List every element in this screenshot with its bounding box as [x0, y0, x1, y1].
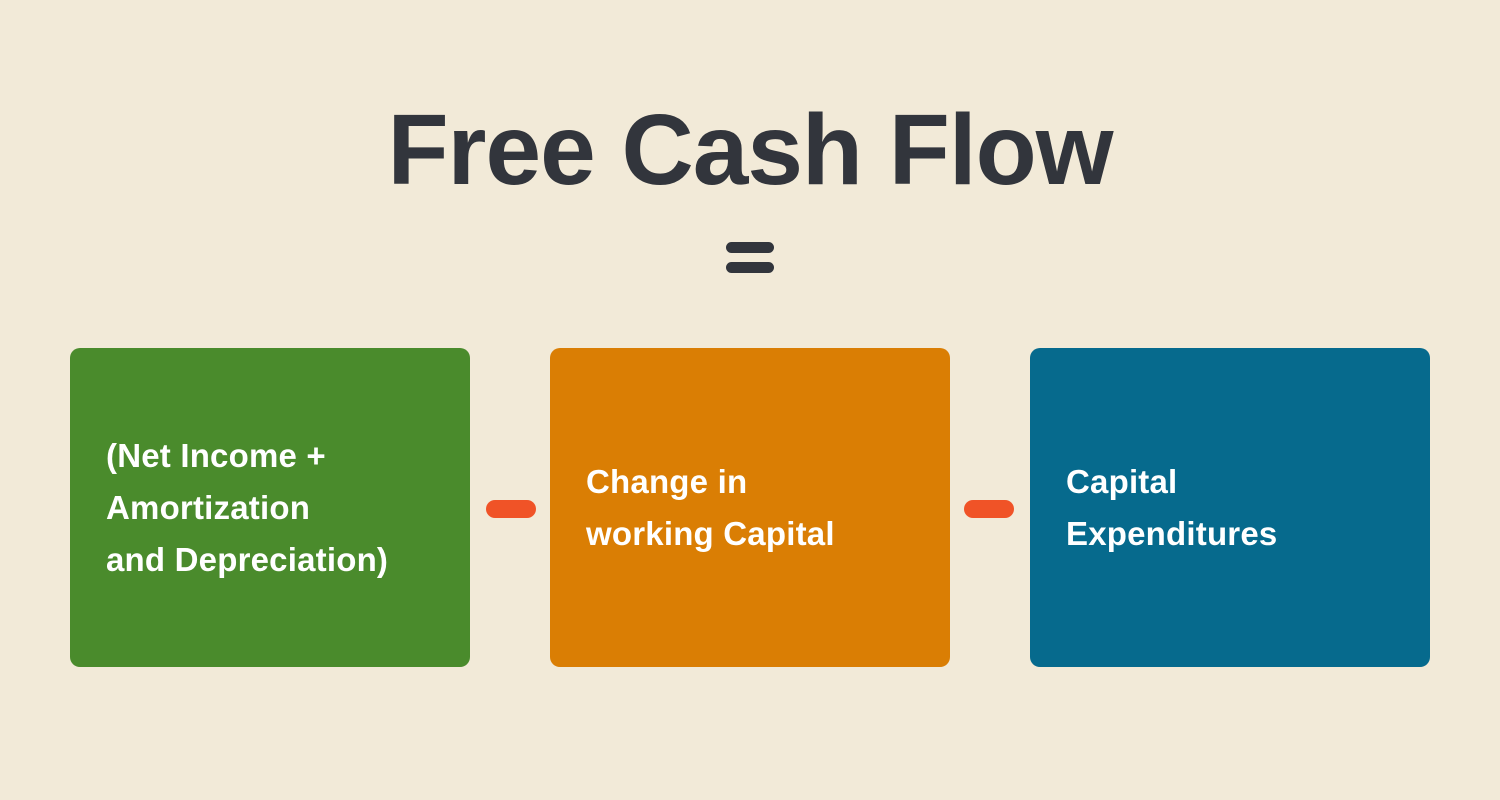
net-income-line-1: (Net Income + [106, 436, 326, 474]
capital-expenditures-line-1: Capital [1066, 462, 1178, 500]
equals-bar-top-icon [726, 242, 774, 253]
net-income-line-2: Amortization [106, 488, 311, 526]
working-capital-box: Change in working Capital [550, 348, 950, 667]
capital-expenditures-box: Capital Expenditures [1030, 348, 1430, 667]
minus-operator-2-icon [964, 500, 1014, 518]
minus-operator-1-icon [486, 500, 536, 518]
net-income-box: (Net Income + Amortization and Depreciat… [70, 348, 470, 667]
working-capital-line-1: Change in [586, 462, 748, 500]
capital-expenditures-line-2: Expenditures [1066, 514, 1278, 552]
equals-bar-bottom-icon [726, 262, 774, 273]
equals-sign [726, 242, 774, 273]
working-capital-line-2: working Capital [586, 514, 835, 552]
net-income-line-3: and Depreciation) [106, 540, 389, 578]
page-title: Free Cash Flow [387, 94, 1113, 206]
